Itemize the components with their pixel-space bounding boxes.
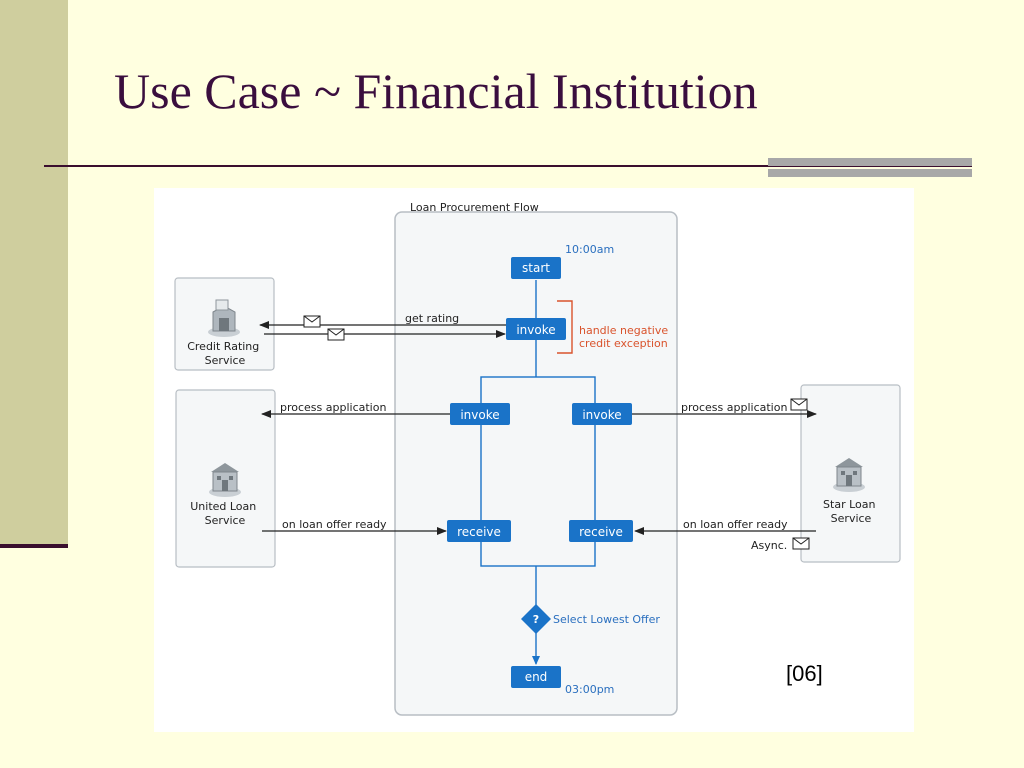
bank-building-icon <box>209 463 241 497</box>
title-accent <box>768 158 972 178</box>
start-node[interactable] <box>511 257 561 279</box>
invoke-rating-label: invoke <box>516 323 555 337</box>
receive-united-node[interactable] <box>447 520 511 542</box>
side-bar <box>0 0 68 548</box>
parallel-block <box>480 376 596 567</box>
start-label: start <box>522 261 550 275</box>
end-time: 03:00pm <box>565 683 614 696</box>
end-node[interactable] <box>511 666 561 688</box>
invoke-united-label: invoke <box>460 408 499 422</box>
flow-panel <box>394 211 678 716</box>
receive-star-label: receive <box>579 525 623 539</box>
offer-united-label: on loan offer ready <box>282 518 387 531</box>
title-rule <box>44 165 972 167</box>
get-rating-label: get rating <box>405 312 459 325</box>
message-envelope-icon <box>790 398 808 411</box>
process-united-label: process application <box>280 401 386 414</box>
end-label: end <box>525 670 548 684</box>
side-rule <box>0 544 68 548</box>
message-envelope-icon <box>303 315 321 328</box>
invoke-rating-node[interactable] <box>506 318 566 340</box>
invoke-star-node[interactable] <box>572 403 632 425</box>
start-time: 10:00am <box>565 243 614 256</box>
message-envelope-icon <box>792 537 810 550</box>
united-service-label: United Loan Service <box>190 500 260 527</box>
decision-label: Select Lowest Offer <box>553 613 660 626</box>
slide-title: Use Case ~ Financial Institution <box>114 63 758 119</box>
star-service-label: Star Loan Service <box>823 498 879 525</box>
async-label: Async. <box>751 539 787 552</box>
bank-building-icon <box>833 458 865 492</box>
message-envelope-icon <box>327 328 345 341</box>
bank-building-icon <box>208 299 240 337</box>
loan-flow-diagram: Loan Procurement Flow Credit Rating Serv… <box>154 188 914 732</box>
receive-united-label: receive <box>457 525 501 539</box>
decision-node[interactable] <box>521 604 551 634</box>
receive-star-node[interactable] <box>569 520 633 542</box>
offer-star-label: on loan offer ready <box>683 518 788 531</box>
credit-service-label: Credit Rating Service <box>187 340 263 367</box>
decision-symbol: ? <box>533 613 539 626</box>
invoke-united-node[interactable] <box>450 403 510 425</box>
invoke-star-label: invoke <box>582 408 621 422</box>
flow-title: Loan Procurement Flow <box>410 201 539 214</box>
exception-note: handle negative credit exception <box>579 324 672 350</box>
citation: [06] <box>786 661 823 686</box>
process-star-label: process application <box>681 401 787 414</box>
exception-bracket <box>557 300 573 354</box>
